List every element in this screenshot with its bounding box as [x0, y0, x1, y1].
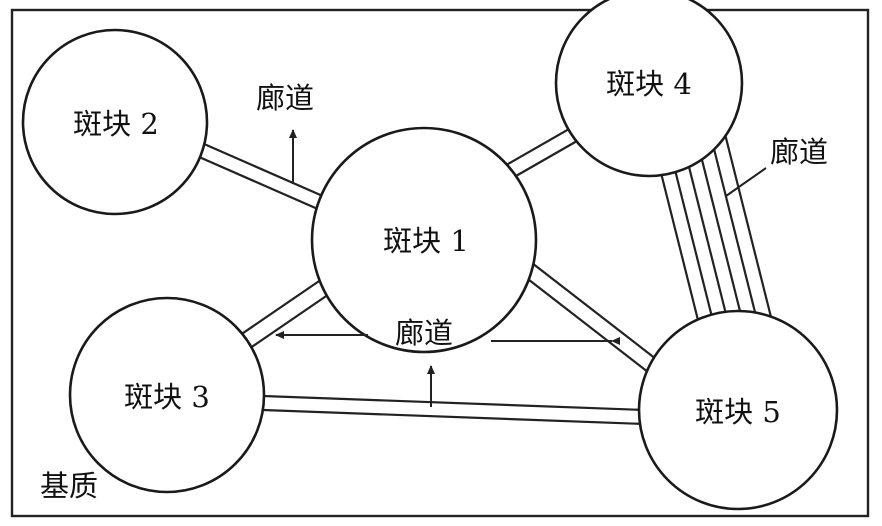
patch-3: 斑块 3: [68, 296, 266, 494]
patch-3-label: 斑块 3: [124, 380, 210, 414]
patch-1: 斑块 1: [310, 126, 538, 354]
corridor-label-right: 廊道: [770, 135, 828, 169]
patch-4: 斑块 4: [554, 0, 744, 178]
patch-2: 斑块 2: [21, 28, 209, 216]
patch-5: 斑块 5: [637, 309, 839, 511]
corridor-1-5: [523, 262, 666, 380]
corridor-1-3: [229, 276, 336, 356]
matrix-label: 基质: [40, 469, 98, 503]
patch-5-label: 斑块 5: [695, 395, 781, 429]
corridor-2-1: [189, 138, 326, 212]
corridor-leader-right: [725, 167, 767, 197]
corridor-label-top-left: 廊道: [256, 81, 314, 115]
corridor-label-middle: 廊道: [395, 316, 453, 350]
corridor-3-5: [262, 394, 646, 426]
patch-4-label: 斑块 4: [606, 67, 692, 101]
patch-2-label: 斑块 2: [73, 107, 159, 141]
patch-1-label: 斑块 1: [383, 224, 469, 258]
